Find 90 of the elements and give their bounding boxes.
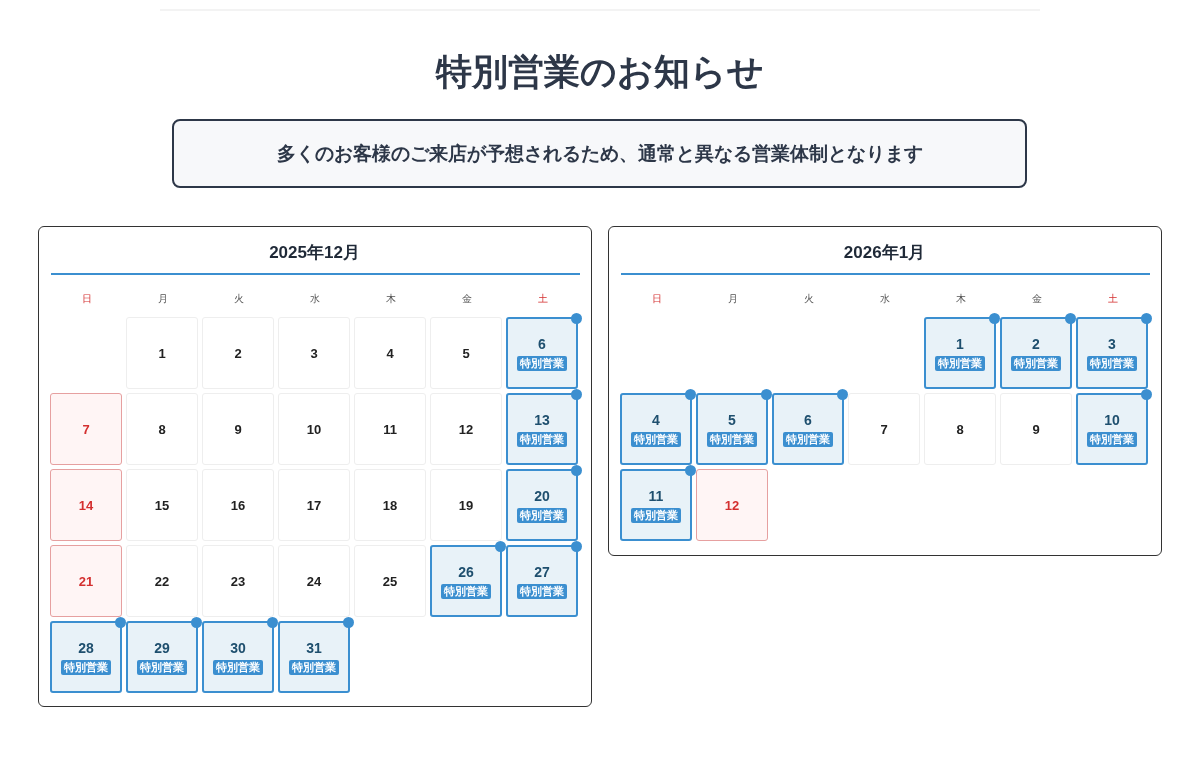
- special-badge: 特別営業: [213, 659, 263, 675]
- special-badge: 特別営業: [783, 431, 833, 447]
- day-number: 6: [538, 335, 546, 352]
- day-number: 2: [1032, 335, 1040, 352]
- weekday-label: 金: [461, 292, 473, 306]
- special-badge: 特別営業: [1011, 355, 1061, 371]
- day-number: 10: [306, 421, 322, 437]
- day-cell: [430, 469, 502, 541]
- day-number: 9: [1032, 421, 1040, 437]
- weekday-label: 月: [157, 292, 169, 306]
- weekday-label: 日: [81, 292, 93, 306]
- weekday-label: 金: [1031, 292, 1043, 306]
- weekday-label: 月: [727, 292, 739, 306]
- special-badge: 特別営業: [517, 507, 567, 523]
- special-badge: 特別営業: [517, 355, 567, 371]
- day-number: 3: [1108, 335, 1116, 352]
- day-number: 15: [154, 497, 170, 513]
- special-badge: 特別営業: [935, 355, 985, 371]
- day-number: 7: [82, 421, 90, 437]
- day-number: 26: [458, 563, 474, 580]
- day-number: 11: [383, 421, 397, 437]
- day-number: 20: [534, 487, 550, 504]
- weekday-label: 水: [879, 292, 891, 306]
- weekday-label: 日: [651, 292, 663, 306]
- day-cell: [278, 545, 350, 617]
- day-number: 24: [306, 573, 322, 589]
- calendar-title: 2025年12月: [268, 242, 361, 264]
- weekday-label: 火: [803, 292, 815, 306]
- special-badge: 特別営業: [631, 431, 681, 447]
- weekday-label: 土: [1107, 292, 1119, 306]
- weekday-label: 水: [309, 292, 321, 306]
- day-number: 13: [534, 411, 550, 428]
- weekday-label: 木: [955, 292, 967, 306]
- day-number: 18: [382, 497, 398, 513]
- day-number: 4: [386, 345, 394, 361]
- day-number: 3: [310, 345, 318, 361]
- day-number: 1: [956, 335, 964, 352]
- calendar-panel: [38, 226, 592, 707]
- weekday-label: 火: [233, 292, 245, 306]
- special-badge: 特別営業: [517, 583, 567, 599]
- weekday-label: 土: [537, 292, 549, 306]
- day-number: 19: [458, 497, 474, 513]
- day-cell: [354, 545, 426, 617]
- special-badge: 特別営業: [707, 431, 757, 447]
- day-number: 6: [804, 411, 812, 428]
- day-number: 8: [158, 421, 166, 437]
- special-badge: 特別営業: [137, 659, 187, 675]
- day-number: 23: [230, 573, 246, 589]
- day-number: 7: [880, 421, 888, 437]
- day-cell: [202, 545, 274, 617]
- day-number: 11: [648, 487, 664, 504]
- page-title: 特別営業のお知らせ: [434, 50, 765, 94]
- day-cell: [50, 469, 122, 541]
- day-number: 29: [154, 639, 170, 656]
- special-badge: 特別営業: [631, 507, 681, 523]
- day-number: 16: [230, 497, 246, 513]
- calendar-title: 2026年1月: [842, 242, 927, 264]
- day-number: 27: [534, 563, 550, 580]
- day-number: 30: [230, 639, 246, 656]
- day-number: 1: [158, 345, 166, 361]
- day-number: 17: [306, 497, 322, 513]
- day-cell: [848, 393, 920, 465]
- day-number: 12: [458, 421, 474, 437]
- day-cell: [50, 545, 122, 617]
- day-cell: [50, 393, 122, 465]
- day-cell: [696, 469, 768, 541]
- day-cell: [126, 545, 198, 617]
- special-badge: 特別営業: [517, 431, 567, 447]
- special-badge: 特別営業: [1087, 431, 1137, 447]
- day-number: 2: [234, 345, 242, 361]
- special-badge: 特別営業: [1087, 355, 1137, 371]
- day-number: 14: [78, 497, 94, 513]
- day-number: 22: [154, 573, 170, 589]
- special-badge: 特別営業: [441, 583, 491, 599]
- special-badge: 特別営業: [61, 659, 111, 675]
- day-number: 5: [462, 345, 470, 361]
- day-number: 12: [724, 497, 740, 513]
- special-badge: 特別営業: [289, 659, 339, 675]
- weekday-label: 木: [385, 292, 397, 306]
- day-number: 31: [306, 639, 322, 656]
- day-number: 8: [956, 421, 964, 437]
- day-number: 4: [652, 411, 660, 428]
- day-number: 9: [234, 421, 242, 437]
- notice-box: 多くのお客様のご来店が予想されるため、通常と異なる営業体制となります: [172, 119, 1027, 188]
- day-number: 5: [728, 411, 736, 428]
- day-number: 25: [382, 573, 398, 589]
- day-number: 28: [78, 639, 94, 656]
- day-number: 10: [1104, 411, 1120, 428]
- day-number: 21: [78, 573, 94, 589]
- calendar-panel: [608, 226, 1162, 556]
